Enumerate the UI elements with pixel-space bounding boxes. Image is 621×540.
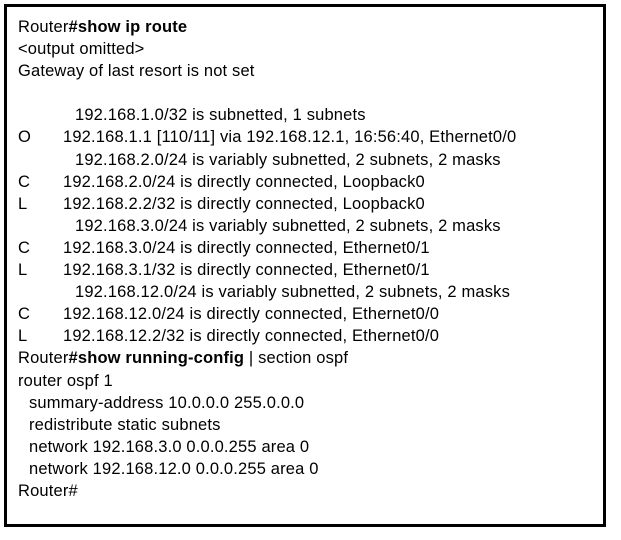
terminal-line-gateway-of-last-resort: Gateway of last resort is not set bbox=[18, 62, 255, 81]
terminal-line-cmd-show-ip-route: Router#show ip route bbox=[18, 16, 603, 38]
terminal-line-blank-1 bbox=[18, 82, 603, 104]
terminal-line-route-c-192-168-2-0: C 192.168.2.0/24 is directly connected, L… bbox=[18, 171, 603, 193]
route-entry-text: 192.168.3.1/32 is directly connected, Et… bbox=[63, 261, 430, 280]
route-code-letter: L bbox=[18, 261, 28, 280]
route-code-letter: C bbox=[18, 238, 31, 257]
route-code-letter: C bbox=[18, 172, 31, 191]
terminal-line-cfg-network-192-168-12-0: network 192.168.12.0 0.0.0.255 area 0 bbox=[29, 459, 319, 478]
route-entry-text: 192.168.2.2/32 is directly connected, Lo… bbox=[63, 194, 425, 213]
subnet-header-line: 192.168.1.0/32 is subnetted, 1 subnets bbox=[75, 106, 366, 125]
terminal-line-route-l-192-168-3-1: L 192.168.3.1/32 is directly connected, E… bbox=[18, 259, 603, 281]
terminal-output[interactable]: Router#show ip route<output omitted>Gate… bbox=[7, 7, 603, 502]
terminal-line-route-o-192-168-1-1: O 192.168.1.1 [110/11] via 192.168.12.1, … bbox=[18, 126, 603, 148]
terminal-line-output-omitted: <output omitted> bbox=[18, 40, 145, 59]
terminal-line-route-l-192-168-2-2: L 192.168.2.2/32 is directly connected, L… bbox=[18, 193, 603, 215]
terminal-window: Router#show ip route<output omitted>Gate… bbox=[4, 4, 606, 527]
terminal-line-cfg-redistribute-static: redistribute static subnets bbox=[29, 415, 221, 434]
route-entry-text: 192.168.12.0/24 is directly connected, E… bbox=[63, 305, 440, 324]
subnet-header-line: 192.168.3.0/24 is variably subnetted, 2 … bbox=[75, 216, 501, 235]
command-suffix: | section ospf bbox=[244, 349, 349, 368]
terminal-line-route-c-192-168-3-0: C 192.168.3.0/24 is directly connected, E… bbox=[18, 237, 603, 259]
route-code-letter: L bbox=[18, 194, 28, 213]
terminal-line-route-l-192-168-12-2: L 192.168.12.2/32 is directly connected, … bbox=[18, 325, 603, 347]
route-entry-text: 192.168.1.1 [110/11] via 192.168.12.1, 1… bbox=[63, 128, 517, 147]
command-text: #show running-config bbox=[68, 349, 245, 368]
command-prompt: Router bbox=[18, 349, 69, 368]
route-code-letter: O bbox=[18, 128, 31, 147]
terminal-line-cmd-show-running-config: Router#show running-config | section osp… bbox=[18, 347, 603, 369]
terminal-line-cfg-network-192-168-3-0: network 192.168.3.0 0.0.0.255 area 0 bbox=[29, 437, 310, 456]
terminal-line-route-c-192-168-12-0: C 192.168.12.0/24 is directly connected, … bbox=[18, 303, 603, 325]
terminal-line-prompt-final: Router# bbox=[18, 481, 78, 500]
command-text: #show ip route bbox=[68, 18, 188, 36]
route-entry-text: 192.168.12.2/32 is directly connected, E… bbox=[63, 327, 440, 346]
route-code-letter: C bbox=[18, 305, 31, 324]
route-entry-text: 192.168.2.0/24 is directly connected, Lo… bbox=[63, 172, 425, 191]
route-code-letter: L bbox=[18, 327, 28, 346]
route-entry-text: 192.168.3.0/24 is directly connected, Et… bbox=[63, 238, 430, 257]
subnet-header-line: 192.168.12.0/24 is variably subnetted, 2… bbox=[75, 283, 511, 302]
terminal-line-cfg-router-ospf-1: router ospf 1 bbox=[18, 371, 113, 390]
command-prompt: Router bbox=[18, 18, 69, 36]
subnet-header-line: 192.168.2.0/24 is variably subnetted, 2 … bbox=[75, 150, 501, 169]
terminal-line-cfg-summary-address: summary-address 10.0.0.0 255.0.0.0 bbox=[29, 393, 305, 412]
